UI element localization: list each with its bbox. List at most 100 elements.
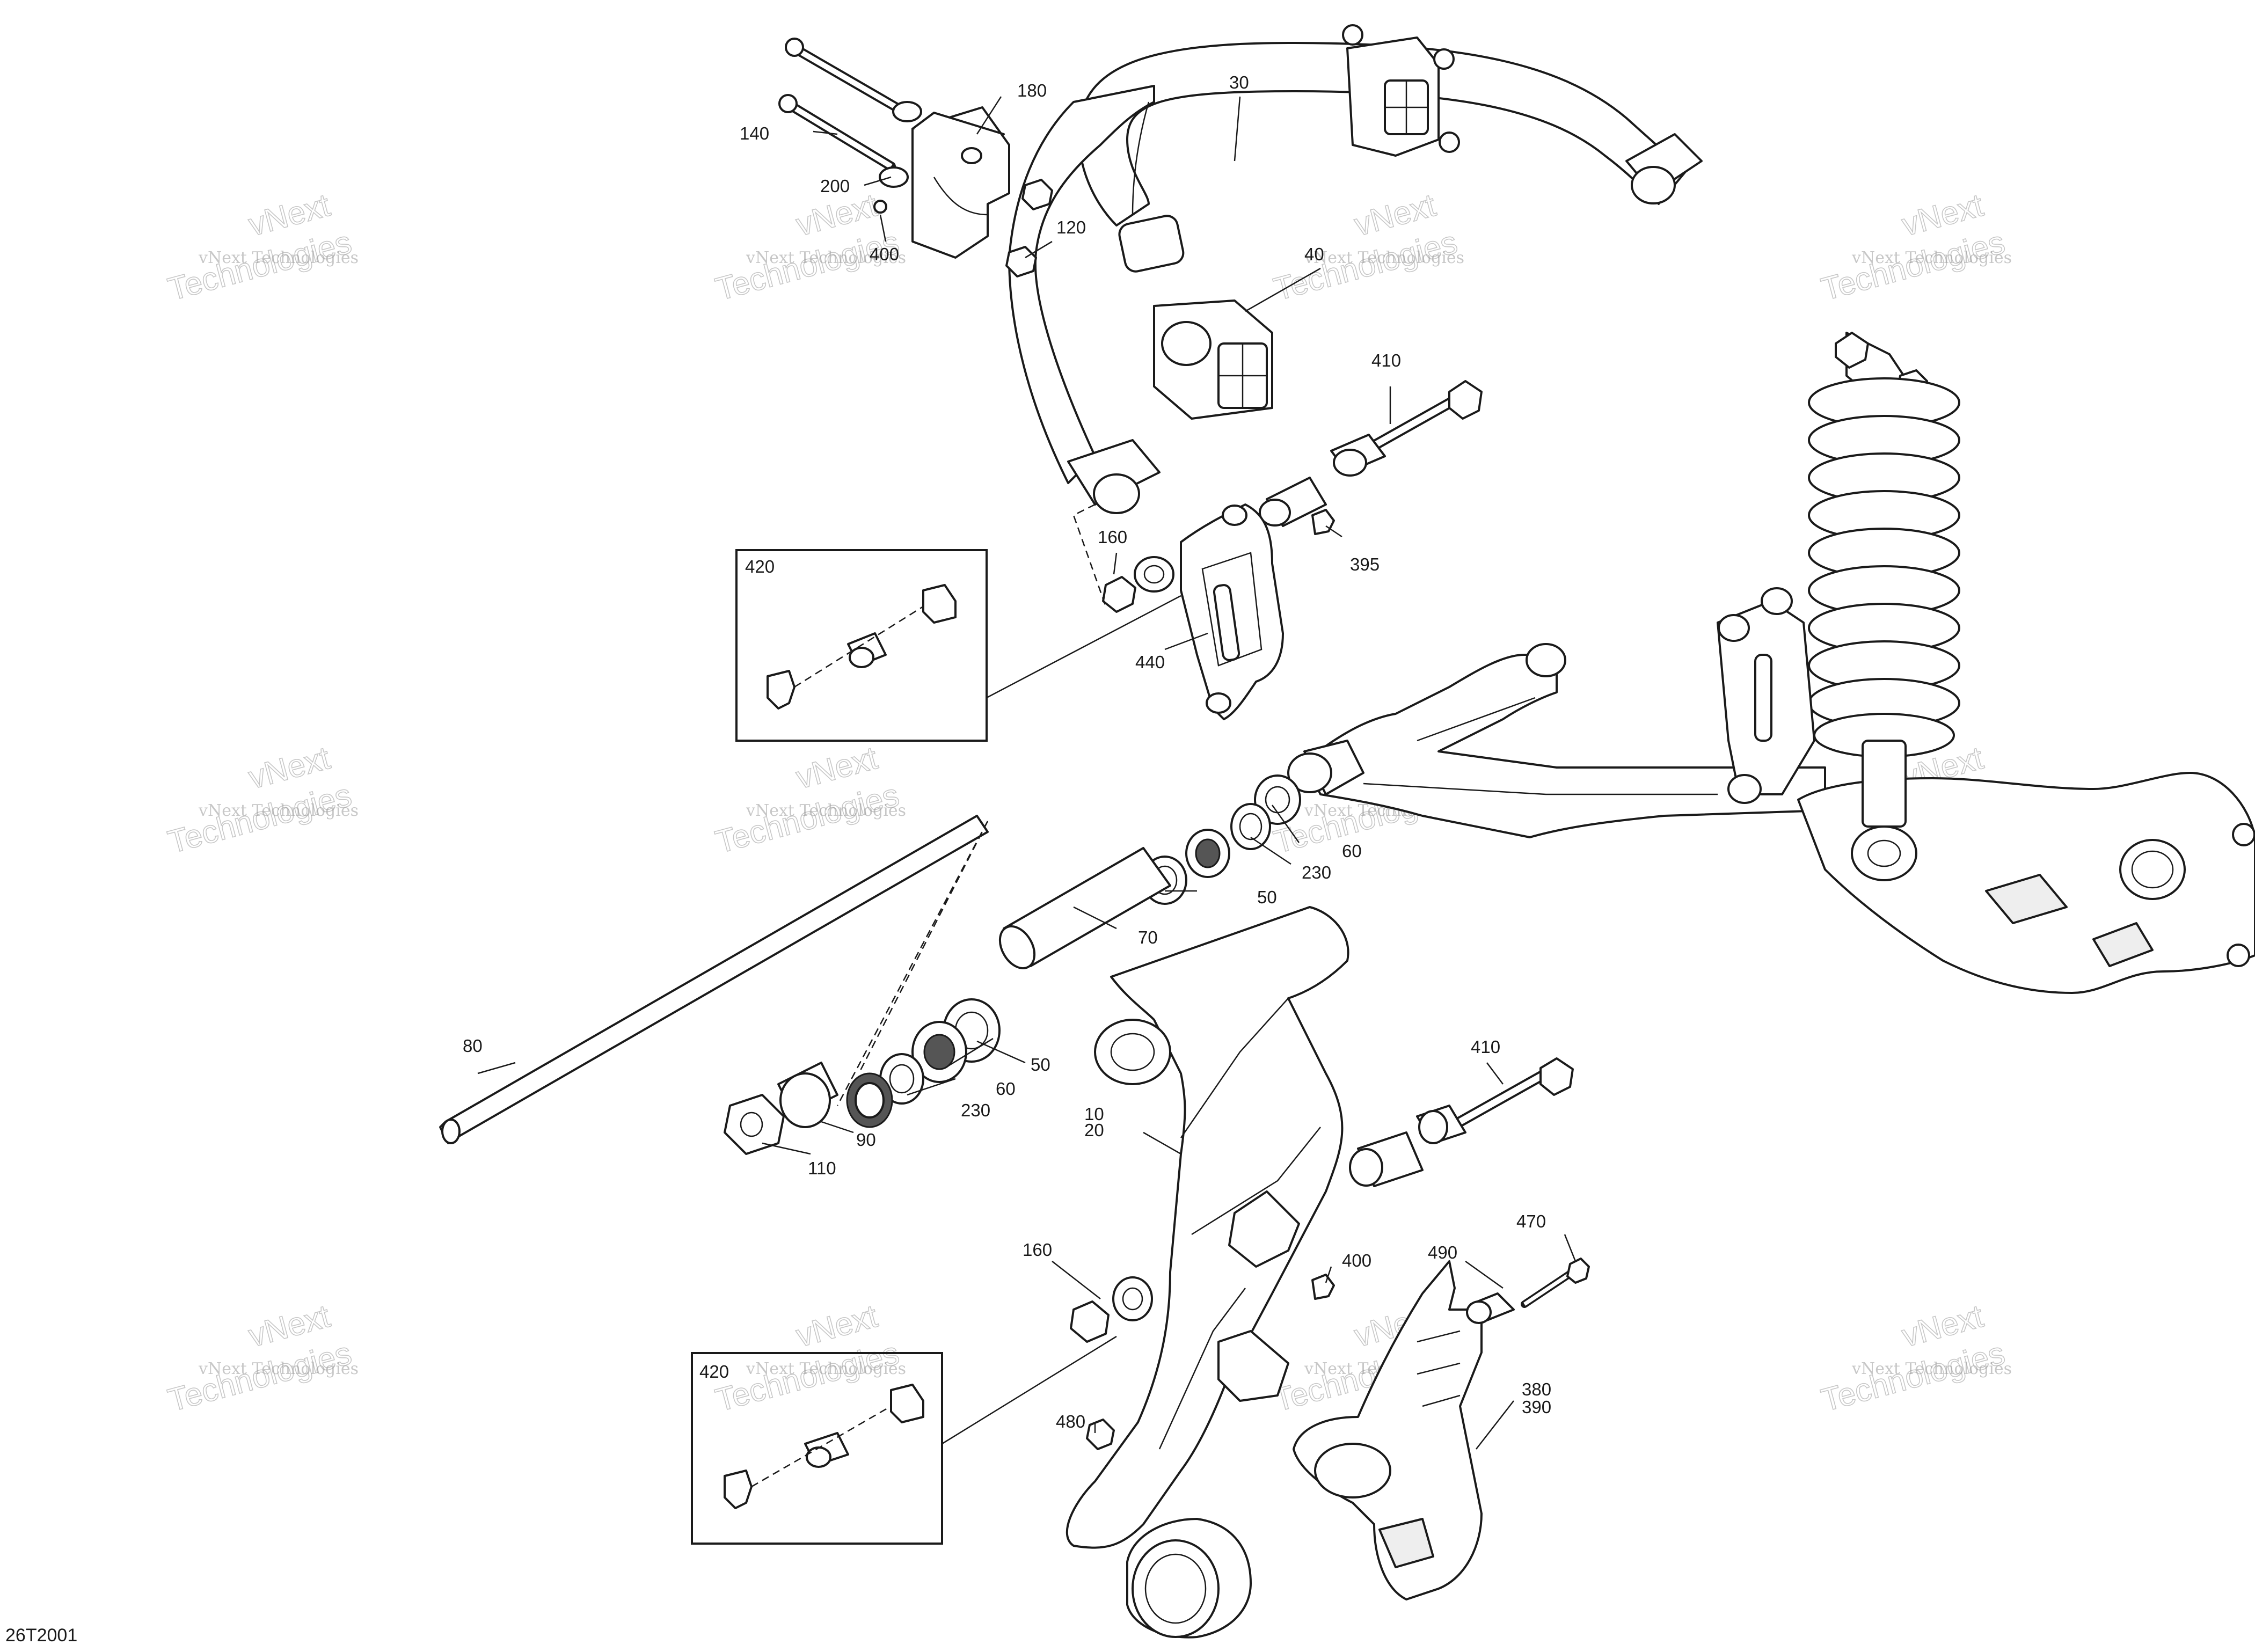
callout-50-lower: 50 — [1031, 1055, 1050, 1074]
coil-spring — [1808, 377, 1960, 758]
bar-mount-bracket — [911, 106, 1010, 259]
grease-fitting — [873, 200, 887, 214]
callout-80: 80 — [463, 1036, 483, 1056]
bearing-cup — [1185, 829, 1230, 878]
spacer — [1259, 477, 1327, 527]
nut-lower — [1005, 246, 1037, 277]
svg-text:vNext Technologies: vNext Technologies — [746, 1359, 906, 1378]
lock-nut — [724, 1094, 785, 1155]
upper-a-arm — [1287, 643, 1826, 838]
callout-200: 200 — [820, 176, 850, 196]
watermark: vNext vNext Technologies Technologies — [1817, 186, 2012, 308]
svg-text:vNext Technologies: vNext Technologies — [198, 801, 359, 820]
svg-text:vNext Technologies: vNext Technologies — [198, 248, 359, 267]
spacer — [1349, 1131, 1424, 1187]
watermark: vNext vNext Technologies Technologies — [1269, 186, 1464, 308]
seal — [1230, 803, 1271, 850]
callout-400-lower: 400 — [1342, 1251, 1371, 1270]
knuckle — [1797, 772, 2255, 994]
watermark: vNext vNext Technologies Technologies — [164, 1297, 359, 1419]
watermark: vNext vNext Technologies Technologies — [711, 739, 906, 860]
callout-120: 120 — [1056, 217, 1086, 237]
callout-160-lower: 160 — [1023, 1240, 1052, 1260]
svg-text:vNext Technologies: vNext Technologies — [198, 1359, 359, 1378]
callout-110: 110 — [808, 1158, 836, 1178]
nut-upper — [1021, 179, 1053, 210]
callout-410-lower: 410 — [1471, 1037, 1500, 1057]
washer — [1134, 556, 1174, 593]
seal — [846, 1072, 893, 1128]
callout-480: 480 — [1056, 1412, 1085, 1431]
nut — [1102, 576, 1136, 613]
svg-text:vNext Technologies: vNext Technologies — [1304, 248, 1464, 267]
callout-60-lower: 60 — [996, 1079, 1016, 1099]
arm-guard — [1293, 1260, 1483, 1600]
sleeve — [998, 847, 1171, 969]
callout-420-upper: 420 — [745, 557, 775, 576]
grease-fitting — [1311, 1274, 1335, 1300]
svg-text:vNext Technologies: vNext Technologies — [1851, 1359, 2012, 1378]
detail-box-lower — [691, 1352, 943, 1545]
callout-20: 20 — [1084, 1120, 1104, 1140]
nut — [1070, 1300, 1110, 1343]
leader-line — [942, 1335, 1117, 1445]
guard-spacer — [1466, 1292, 1515, 1324]
callout-230-upper: 230 — [1302, 862, 1331, 882]
spacer — [1416, 1105, 1466, 1144]
leader-line — [986, 595, 1181, 699]
callout-440: 440 — [1135, 652, 1165, 672]
watermark: vNext vNext Technologies Technologies — [711, 1297, 906, 1419]
callout-420-lower: 420 — [699, 1362, 729, 1381]
flange-nut — [1086, 1419, 1115, 1450]
diagram-id: 26T2001 — [5, 1625, 77, 1646]
leader-lines — [477, 96, 1577, 1450]
link-bolt-lower — [1455, 1057, 1574, 1127]
watermark: vNext vNext Technologies Technologies — [711, 186, 906, 308]
detail-box-upper — [735, 549, 988, 742]
callout-40: 40 — [1304, 244, 1324, 264]
watermark: vNext vNext Technologies Technologies — [164, 186, 359, 308]
bolt-upper — [785, 38, 922, 122]
callout-90: 90 — [856, 1130, 876, 1150]
callout-140: 140 — [740, 123, 769, 143]
guard-bolt — [1521, 1258, 1590, 1308]
lower-a-arm — [1066, 906, 1349, 1549]
callout-30: 30 — [1229, 72, 1249, 92]
callout-490: 490 — [1428, 1242, 1457, 1262]
lower-pivot-tube — [1126, 1518, 1252, 1639]
callout-230-lower: 230 — [961, 1100, 990, 1120]
bushing — [1153, 299, 1273, 420]
shock-absorber — [1808, 332, 1960, 881]
callout-400-upper: 400 — [870, 244, 899, 264]
dash-guide — [1072, 503, 1107, 607]
dash-guide — [836, 821, 989, 1106]
spacer — [1330, 434, 1386, 477]
callout-390: 390 — [1522, 1397, 1551, 1417]
callout-380: 380 — [1522, 1379, 1551, 1399]
stabilizer-link — [1717, 587, 1815, 804]
callout-10: 10 — [1084, 1104, 1104, 1124]
svg-text:vNext Technologies: vNext Technologies — [746, 248, 906, 267]
callout-50-upper: 50 — [1257, 887, 1277, 907]
sway-link — [1180, 503, 1284, 720]
watermark: vNext vNext Technologies Technologies — [164, 739, 359, 860]
watermark: vNext vNext Technologies Technologies — [1817, 1297, 2012, 1419]
callout-70: 70 — [1138, 927, 1158, 947]
pivot-shaft — [439, 815, 989, 1144]
callout-60-upper: 60 — [1342, 841, 1362, 861]
callout-160-upper: 160 — [1098, 527, 1127, 547]
callout-395: 395 — [1350, 554, 1380, 574]
callout-470: 470 — [1516, 1211, 1546, 1231]
callout-180: 180 — [1017, 81, 1047, 100]
callout-labels: 180 30 140 200 120 400 40 410 395 160 42… — [463, 72, 1551, 1431]
svg-text:vNext Technologies: vNext Technologies — [746, 801, 906, 820]
grease-fitting — [1311, 509, 1335, 535]
callout-410-upper: 410 — [1371, 350, 1401, 370]
svg-text:vNext Technologies: vNext Technologies — [1851, 248, 2012, 267]
spacer-washer — [777, 1062, 838, 1128]
link-bolt-upper — [1369, 380, 1483, 451]
bolt-lower — [778, 94, 909, 188]
bar-clamp-assembly — [1342, 24, 1460, 157]
